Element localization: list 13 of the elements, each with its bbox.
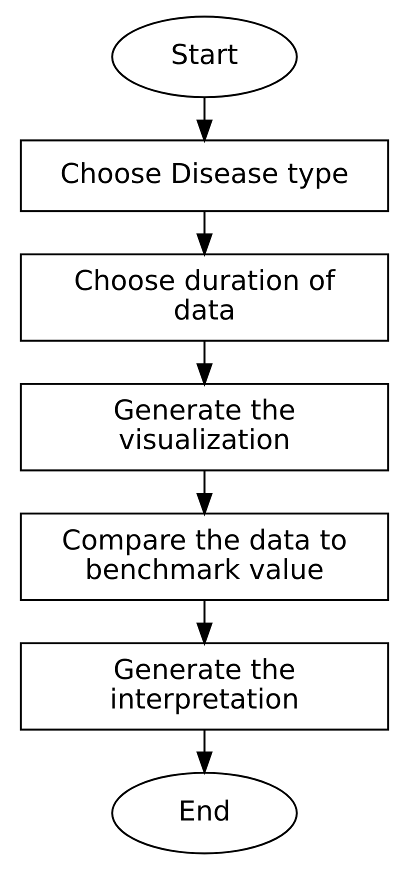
node-box: Generate the visualization [20, 382, 390, 472]
node-box: Compare the data to benchmark value [20, 512, 390, 601]
node-ellipse: Start [111, 16, 298, 98]
node-ellipse: End [111, 772, 298, 854]
node-box: Generate the interpretation [20, 642, 390, 731]
arrow [196, 470, 213, 517]
arrow [196, 98, 213, 144]
arrow [196, 211, 213, 257]
arrow [196, 730, 213, 776]
node-box: Choose Disease type [20, 139, 390, 212]
arrow [196, 600, 213, 646]
node-box: Choose duration of data [20, 253, 390, 342]
arrow [196, 341, 213, 387]
